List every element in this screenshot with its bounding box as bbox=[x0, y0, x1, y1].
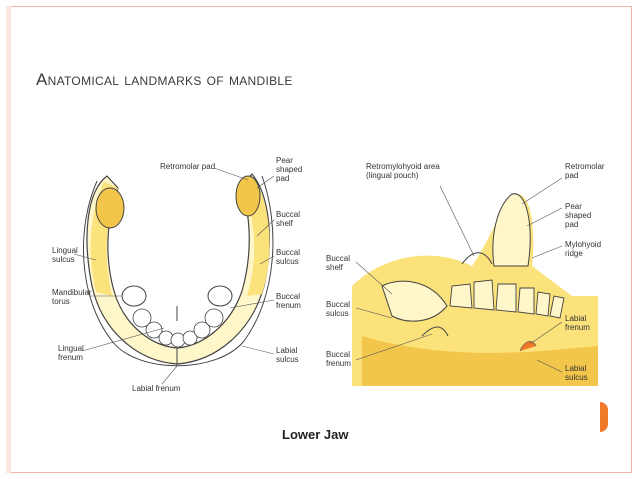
retromolar-region bbox=[492, 193, 531, 267]
occlusal-view-panel: Retromolar pad Pear shaped pad Buccal sh… bbox=[52, 146, 310, 401]
buccal-frenum-mark bbox=[421, 326, 449, 337]
mandibular-torus-left bbox=[121, 285, 147, 307]
lateral-view-illustration bbox=[352, 177, 598, 386]
retromolar-pad-left bbox=[95, 187, 125, 229]
lateral-view-panel: Retromylohyoid area (lingual pouch) Retr… bbox=[322, 146, 605, 401]
figure-caption: Lower Jaw bbox=[282, 427, 349, 442]
label-pear-shaped-pad-right: Pear shaped pad bbox=[565, 202, 592, 229]
lower-teeth bbox=[132, 308, 224, 348]
lateral-teeth bbox=[449, 279, 565, 319]
label-buccal-sulcus: Buccal sulcus bbox=[276, 248, 301, 266]
labial-frenum-mark bbox=[519, 341, 537, 352]
label-retromylohyoid-area: Retromylohyoid area (lingual pouch) bbox=[366, 162, 440, 180]
label-lingual-frenum: Lingual frenum bbox=[58, 344, 84, 362]
lingual-pouch-curve bbox=[461, 252, 493, 265]
retromolar-pad-right bbox=[235, 175, 261, 217]
label-buccal-frenum-right: Buccal frenum bbox=[326, 350, 351, 368]
label-buccal-frenum: Buccal frenum bbox=[276, 292, 301, 310]
label-buccal-shelf: Buccal shelf bbox=[276, 210, 301, 228]
label-labial-frenum: Labial frenum bbox=[132, 384, 181, 393]
label-mylohyoid-ridge: Mylohyoid ridge bbox=[565, 240, 602, 258]
leader-lines-right bbox=[355, 177, 563, 373]
label-buccal-shelf-right: Buccal shelf bbox=[326, 254, 351, 272]
occlusal-view-illustration bbox=[73, 167, 275, 385]
buccal-shelf-region bbox=[381, 280, 448, 322]
label-labial-sulcus-right: Labial sulcus bbox=[565, 364, 588, 382]
sulcus-floor bbox=[362, 336, 598, 386]
label-labial-frenum-right: Labial frenum bbox=[565, 314, 590, 332]
label-mandibular-torus: Mandibular torus bbox=[52, 288, 92, 306]
label-pear-shaped-pad: Pear shaped pad bbox=[276, 156, 303, 183]
slide-accent-tab bbox=[600, 402, 608, 432]
label-retromolar-pad-right: Retromolar pad bbox=[565, 162, 605, 180]
leader-lines-left bbox=[73, 167, 275, 385]
label-buccal-sulcus-right: Buccal sulcus bbox=[326, 300, 351, 318]
buccal-shelf-region bbox=[240, 179, 270, 296]
mandible-figure: Retromolar pad Pear shaped pad Buccal sh… bbox=[52, 146, 605, 410]
slide-title: Anatomical landmarks of mandible bbox=[36, 70, 293, 89]
slide-accent-bar bbox=[6, 6, 11, 473]
label-lingual-sulcus: Lingual sulcus bbox=[52, 246, 78, 264]
label-retromolar-pad: Retromolar pad bbox=[160, 162, 216, 171]
mandibular-torus-right bbox=[207, 285, 233, 307]
label-labial-sulcus: Labial sulcus bbox=[276, 346, 299, 364]
